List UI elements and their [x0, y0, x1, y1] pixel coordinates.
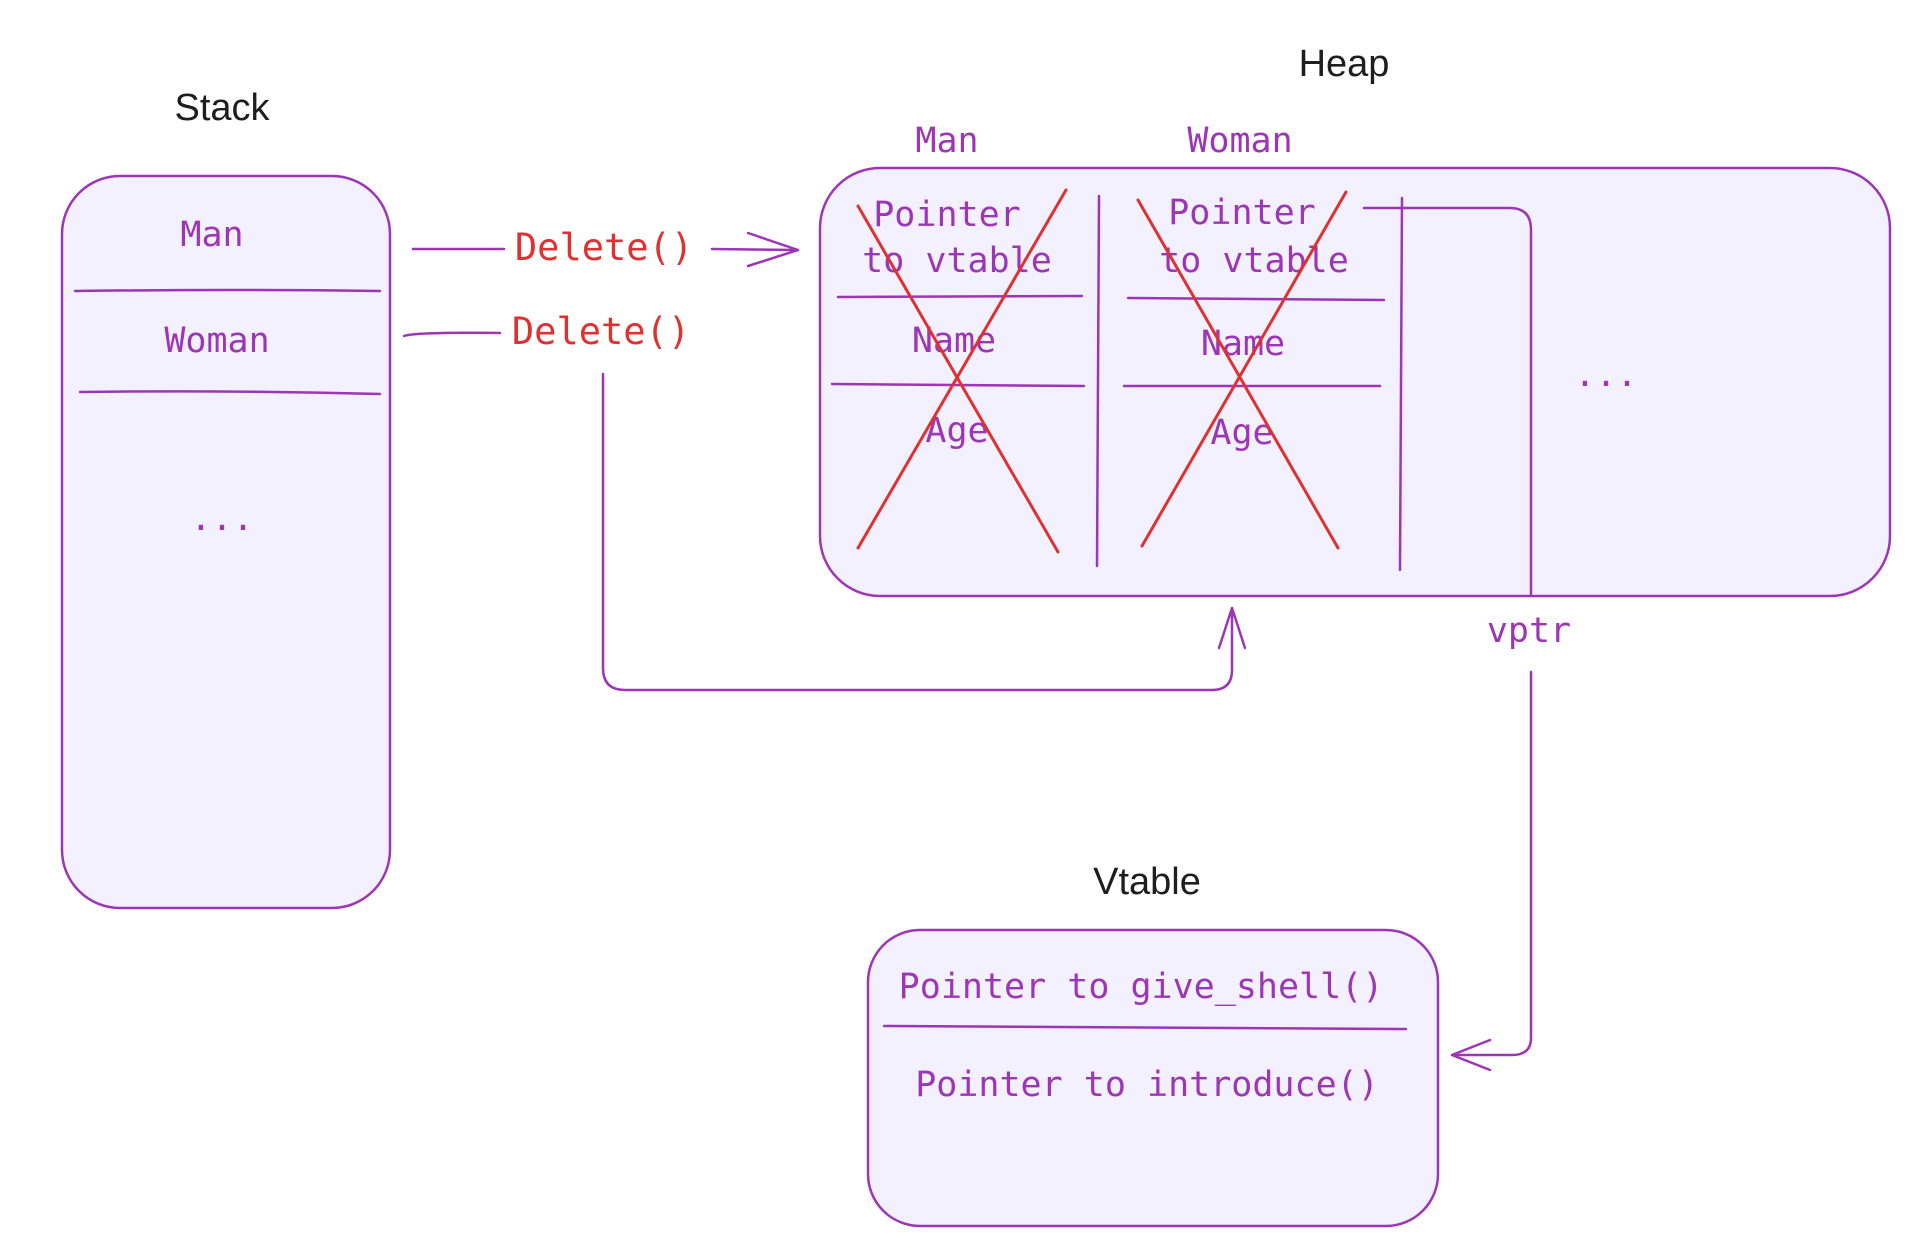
heap-man-divider-2 — [830, 382, 1086, 388]
vtable-entry-give-shell: Pointer to give_shell() — [899, 967, 1384, 1007]
delete-woman-arrowhead — [1217, 606, 1247, 650]
delete-woman-label: Delete() — [512, 310, 690, 353]
heap-man-name: Name — [912, 321, 996, 361]
delete-woman-path — [601, 372, 1234, 692]
heap-woman-deleted-cross-1 — [1136, 198, 1340, 550]
heap-woman-object: Woman Pointer to vtable Name Age — [1122, 121, 1386, 550]
vptr-path-bottom — [1454, 670, 1533, 1057]
vtable-divider — [882, 1024, 1408, 1031]
heap-woman-pointer-line1: Pointer — [1168, 193, 1316, 233]
stack-slot-man: Man — [180, 215, 243, 255]
heap-woman-pointer-line2: to vtable — [1159, 241, 1349, 281]
vtable-entry-introduce: Pointer to introduce() — [915, 1065, 1379, 1105]
stack-divider-2 — [78, 390, 382, 396]
vtable-box-frame — [866, 928, 1440, 1228]
heap-man-object: Man Pointer to vtable Name Age — [830, 121, 1086, 554]
heap-man-pointer-line2: to vtable — [862, 241, 1052, 281]
heap-man-deleted-cross-1 — [856, 204, 1060, 554]
heap-man-label: Man — [915, 121, 978, 161]
heap-title: Heap — [1299, 43, 1390, 85]
heap-woman-name: Name — [1201, 324, 1285, 364]
delete-man-arrow: Delete() — [411, 226, 800, 269]
heap-box: Man Pointer to vtable Name Age Woman Poi… — [818, 121, 1892, 598]
heap-column-separator-2 — [1398, 196, 1404, 572]
delete-man-line-right — [710, 247, 800, 252]
vptr-path-top — [1362, 206, 1533, 596]
heap-man-deleted-cross-2 — [856, 188, 1068, 550]
heap-column-separator-1 — [1095, 194, 1101, 568]
delete-man-label: Delete() — [515, 226, 693, 269]
vtable-title: Vtable — [1093, 861, 1201, 903]
heap-woman-divider-1 — [1126, 296, 1386, 302]
vptr-arrowhead — [1450, 1038, 1492, 1072]
stack-ellipsis: ... — [190, 499, 253, 539]
delete-woman-line-left — [402, 331, 502, 338]
heap-woman-deleted-cross-2 — [1140, 190, 1348, 548]
vptr-arrow: vptr — [1362, 206, 1571, 1072]
stack-title: Stack — [174, 87, 270, 129]
delete-man-arrowhead — [746, 231, 800, 268]
heap-man-pointer-line1: Pointer — [873, 195, 1021, 235]
heap-man-divider-1 — [836, 294, 1084, 299]
stack-slot-woman: Woman — [164, 321, 269, 361]
heap-man-age: Age — [925, 411, 988, 451]
vtable-box: Pointer to give_shell() Pointer to intro… — [866, 928, 1440, 1228]
delete-woman-arrow: Delete() — [402, 310, 1247, 692]
heap-ellipsis: ... — [1574, 355, 1637, 395]
heap-woman-label: Woman — [1187, 121, 1292, 161]
stack-divider-1 — [73, 288, 382, 293]
heap-box-frame — [818, 166, 1892, 598]
stack-box: Man Woman ... — [60, 174, 392, 910]
stack-box-frame — [60, 174, 392, 910]
vptr-label: vptr — [1487, 611, 1571, 651]
